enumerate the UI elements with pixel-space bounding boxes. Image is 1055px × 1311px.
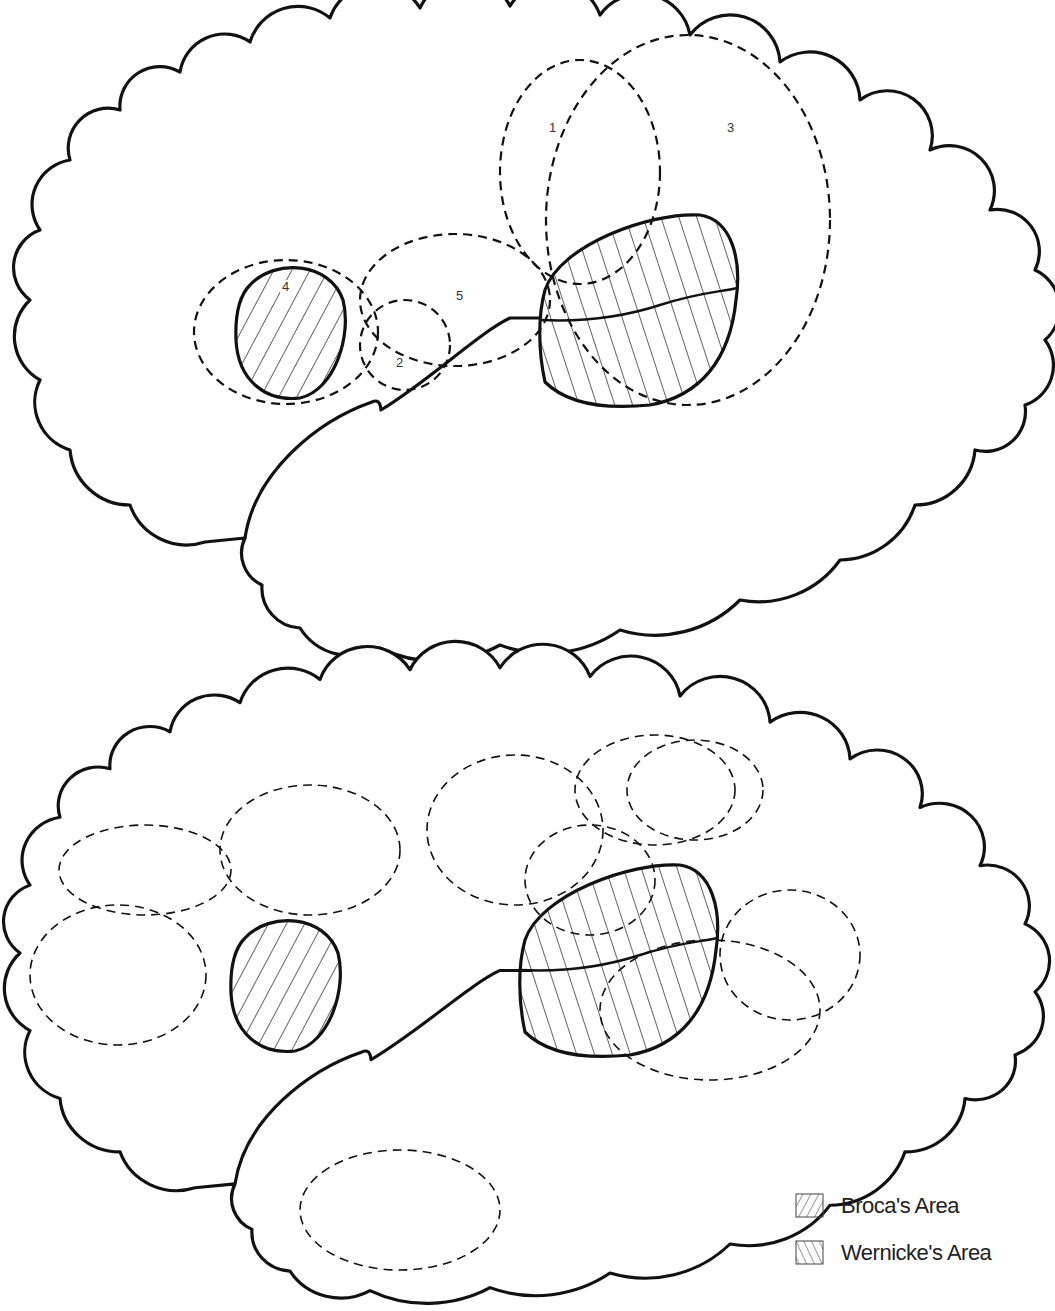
wernicke-area-bottom (520, 865, 718, 1057)
callout-number: 2 (394, 356, 405, 370)
legend-swatch (795, 1240, 825, 1266)
callout-number: 4 (280, 280, 291, 294)
wernicke-area-top (540, 215, 738, 407)
callout-number: 3 (725, 121, 736, 135)
brain-bottom (4, 641, 1050, 1303)
callout-number: 5 (454, 289, 465, 303)
legend-row: Wernicke's Area (795, 1240, 991, 1266)
legend-text: Wernicke's Area (841, 1240, 991, 1266)
legend-swatch (795, 1193, 825, 1219)
dashed-regions-bottom (30, 735, 860, 1270)
legend-row: Broca's Area (795, 1193, 959, 1219)
dashed-regions-top (194, 35, 830, 405)
broca-area-top (236, 268, 346, 399)
brain-top (14, 0, 1055, 661)
callout-number: 1 (547, 121, 558, 135)
broca-area-bottom (231, 921, 341, 1052)
legend-text: Broca's Area (841, 1193, 959, 1219)
